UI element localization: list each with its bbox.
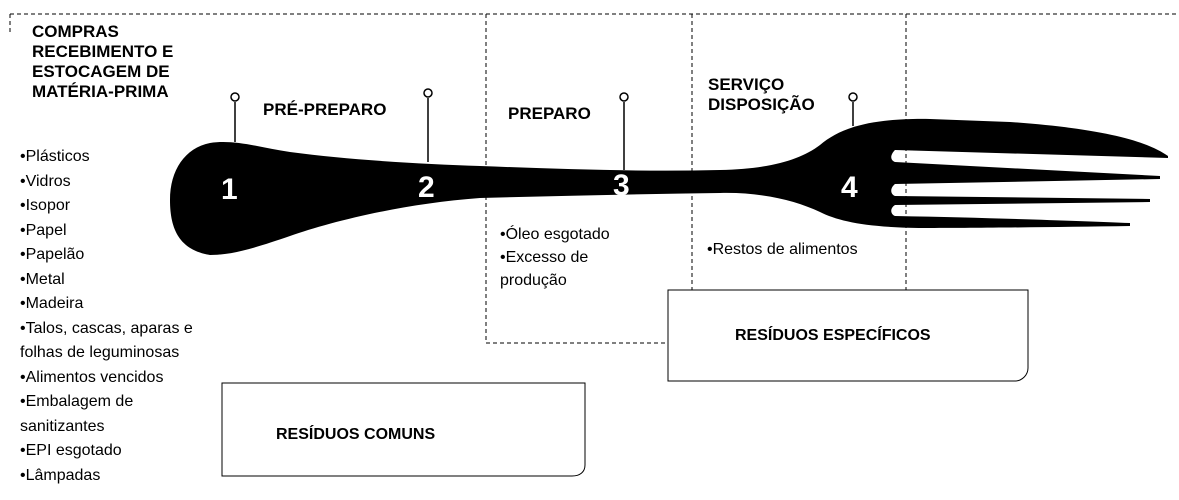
stage-4-number: 4 <box>841 171 858 204</box>
list-item: •Restos de alimentos <box>707 241 858 258</box>
list-item: •Isopor <box>20 197 71 214</box>
pin-4 <box>848 92 858 126</box>
list-item: •Madeira <box>20 295 84 312</box>
preparo-waste-list: •Óleo esgotado •Excesso de produção <box>500 223 610 292</box>
list-item: •Óleo esgotado <box>500 226 610 243</box>
specific-waste-box-label: RESÍDUOS ESPECÍFICOS <box>735 327 931 344</box>
list-item: •EPI esgotado <box>20 442 122 459</box>
stage-3-number: 3 <box>613 169 630 202</box>
stage-2-number: 2 <box>418 171 435 204</box>
stage-2-title: PRÉ-PREPARO <box>263 100 387 119</box>
list-item: •Papel <box>20 221 67 239</box>
box-common-outline <box>221 382 586 477</box>
list-item: •Embalagem de sanitizantes <box>20 393 134 435</box>
pin-1 <box>230 92 240 142</box>
box-specific-outline <box>667 289 1029 382</box>
stage-3-title: PREPARO <box>508 104 591 123</box>
fork-shape <box>170 118 1168 255</box>
common-waste-box-label: RESÍDUOS COMUNS <box>276 426 436 443</box>
service-waste-list: •Restos de alimentos <box>707 238 858 263</box>
list-item: •Talos, cascas, aparas e folhas de legum… <box>20 319 193 362</box>
dashed-region-preparo <box>485 14 670 344</box>
stage-1-title: COMPRAS RECEBIMENTO E ESTOCAGEM DE MATÉR… <box>32 22 174 101</box>
list-item: •Papelão <box>20 246 85 263</box>
list-item: •Vidros <box>20 172 71 190</box>
pin-3 <box>619 92 629 170</box>
common-waste-list: •Plásticos •Vidros •Isopor •Papel •Papel… <box>20 145 193 488</box>
stage-1-number: 1 <box>221 173 238 206</box>
list-item: •Lâmpadas <box>20 466 101 484</box>
pin-2 <box>423 88 433 162</box>
list-item: •Plásticos <box>20 148 90 165</box>
list-item: •Excesso de produção <box>500 249 589 289</box>
list-item: •Metal <box>20 270 65 288</box>
stage-4-title: SERVIÇO DISPOSIÇÃO <box>708 75 815 114</box>
list-item: •Alimentos vencidos <box>20 368 164 386</box>
fork-handle <box>170 118 1168 255</box>
